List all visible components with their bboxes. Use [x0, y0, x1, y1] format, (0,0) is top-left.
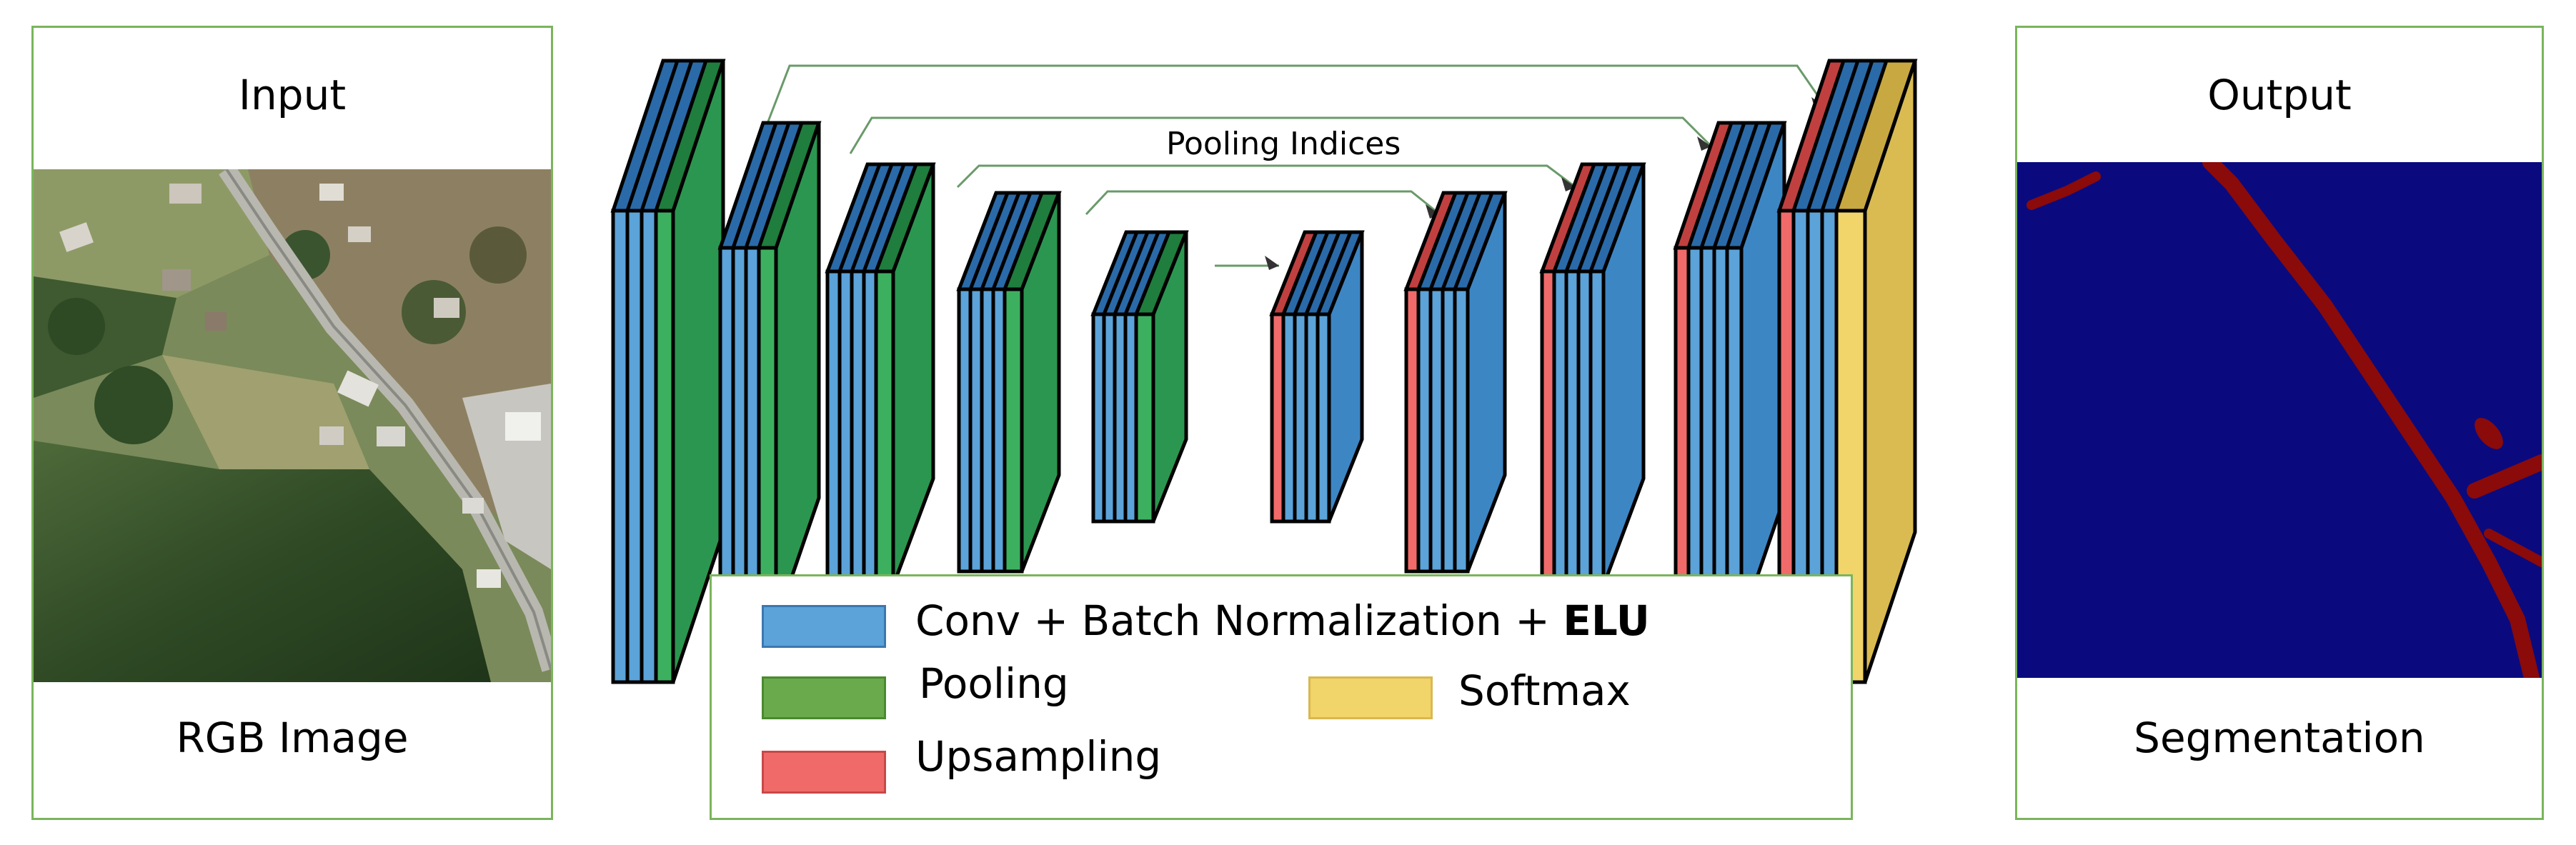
- legend-swatch-pooling: [762, 676, 886, 719]
- segmentation-road-mask: [2027, 162, 2542, 678]
- input-caption: RGB Image: [176, 714, 409, 762]
- legend-conv-text: Conv + Batch Normalization +: [915, 596, 1563, 645]
- legend-swatch-upsampling: [762, 751, 886, 794]
- legend-pooling-label: Pooling: [919, 659, 1069, 708]
- pooling-index-arrowhead-2: [1697, 136, 1711, 151]
- output-caption: Segmentation: [2134, 714, 2425, 762]
- layer-5-5-pooling: [1133, 230, 1189, 524]
- legend-softmax-label: Softmax: [1458, 666, 1631, 715]
- rgb-aerial-image: [34, 169, 551, 682]
- pooling-index-arrow-2: [849, 116, 1713, 154]
- pooling-indices-connections: [767, 64, 1827, 270]
- input-panel: Input: [31, 26, 553, 820]
- legend: Conv + Batch Normalization + ELU Pooling…: [710, 574, 1853, 820]
- output-title: Output: [2207, 71, 2352, 119]
- layer-8-5-conv: [1588, 162, 1646, 588]
- layer-9-5-conv: [1724, 121, 1787, 625]
- layer-10-5-softmax: [1834, 59, 1918, 684]
- legend-upsampling-label: Upsampling: [915, 732, 1162, 781]
- layer-blocks: [610, 59, 1918, 684]
- layer-4-5-pooling: [1002, 191, 1062, 574]
- layer-6-5-conv: [1315, 230, 1365, 524]
- legend-conv-bold: ELU: [1563, 596, 1650, 645]
- layer-1-4-pooling: [653, 59, 726, 684]
- pooling-index-arrow-4: [1085, 190, 1441, 216]
- output-panel: Output Segmentation: [2015, 26, 2544, 820]
- input-title: Input: [238, 71, 347, 119]
- segmentation-map: [2017, 162, 2542, 678]
- pooling-index-arrowhead-5: [1265, 256, 1279, 270]
- layer-7-5-conv: [1452, 191, 1508, 574]
- pooling-indices-label: Pooling Indices: [1166, 126, 1401, 162]
- pooling-index-arrow-3: [956, 164, 1576, 189]
- legend-swatch-conv: [762, 605, 886, 648]
- layer-3-5-pooling: [873, 162, 936, 588]
- legend-conv-label: Conv + Batch Normalization + ELU: [915, 596, 1650, 645]
- layer-2-4-pooling: [756, 121, 822, 625]
- pooling-index-arrow-1: [767, 64, 1827, 122]
- legend-swatch-softmax: [1308, 676, 1433, 719]
